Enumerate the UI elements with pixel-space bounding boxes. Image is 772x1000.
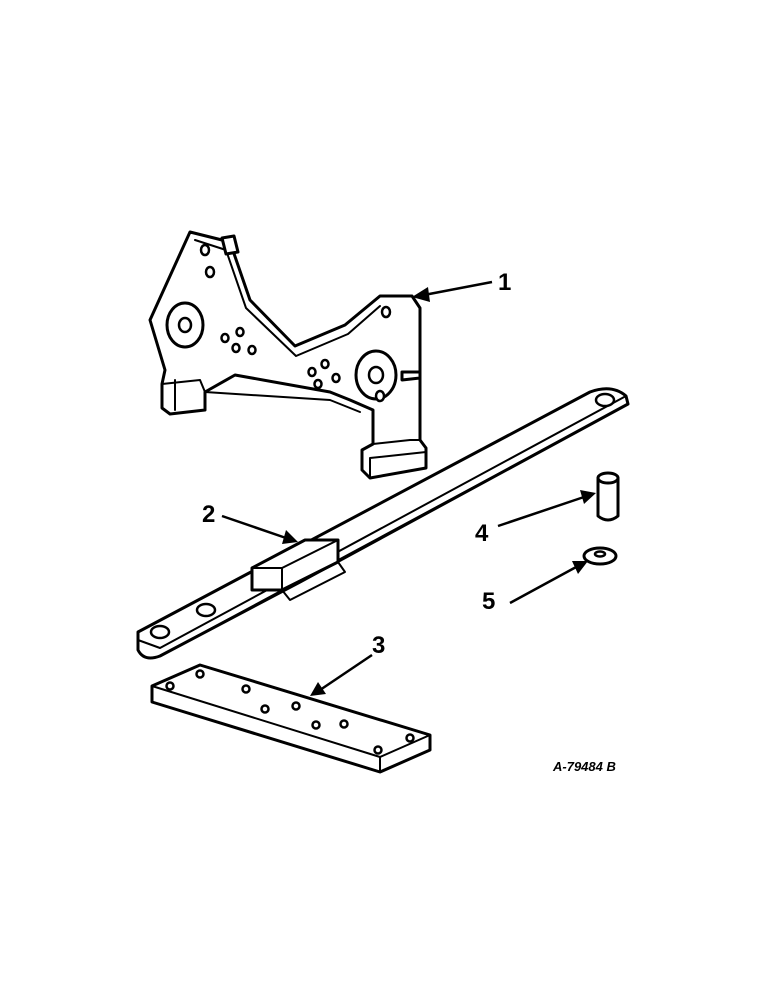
leader-arrow-3 bbox=[310, 653, 373, 696]
figure-id: A-79484 B bbox=[552, 759, 616, 774]
leader-arrow-4 bbox=[497, 490, 596, 528]
leader-arrow-1 bbox=[412, 280, 493, 302]
callout-4: 4 bbox=[475, 520, 489, 547]
drawbar-part bbox=[136, 387, 630, 660]
leader-arrows bbox=[221, 280, 596, 696]
plate-part bbox=[150, 663, 432, 774]
sleeve-part bbox=[596, 471, 620, 522]
callout-3: 3 bbox=[372, 632, 385, 659]
washer-part bbox=[582, 546, 618, 566]
callout-2: 2 bbox=[202, 501, 215, 528]
support-bracket-part bbox=[148, 230, 428, 480]
leader-arrow-5 bbox=[509, 561, 588, 605]
leader-arrow-2 bbox=[221, 514, 298, 544]
callout-5: 5 bbox=[482, 588, 495, 615]
callout-1: 1 bbox=[498, 269, 511, 296]
